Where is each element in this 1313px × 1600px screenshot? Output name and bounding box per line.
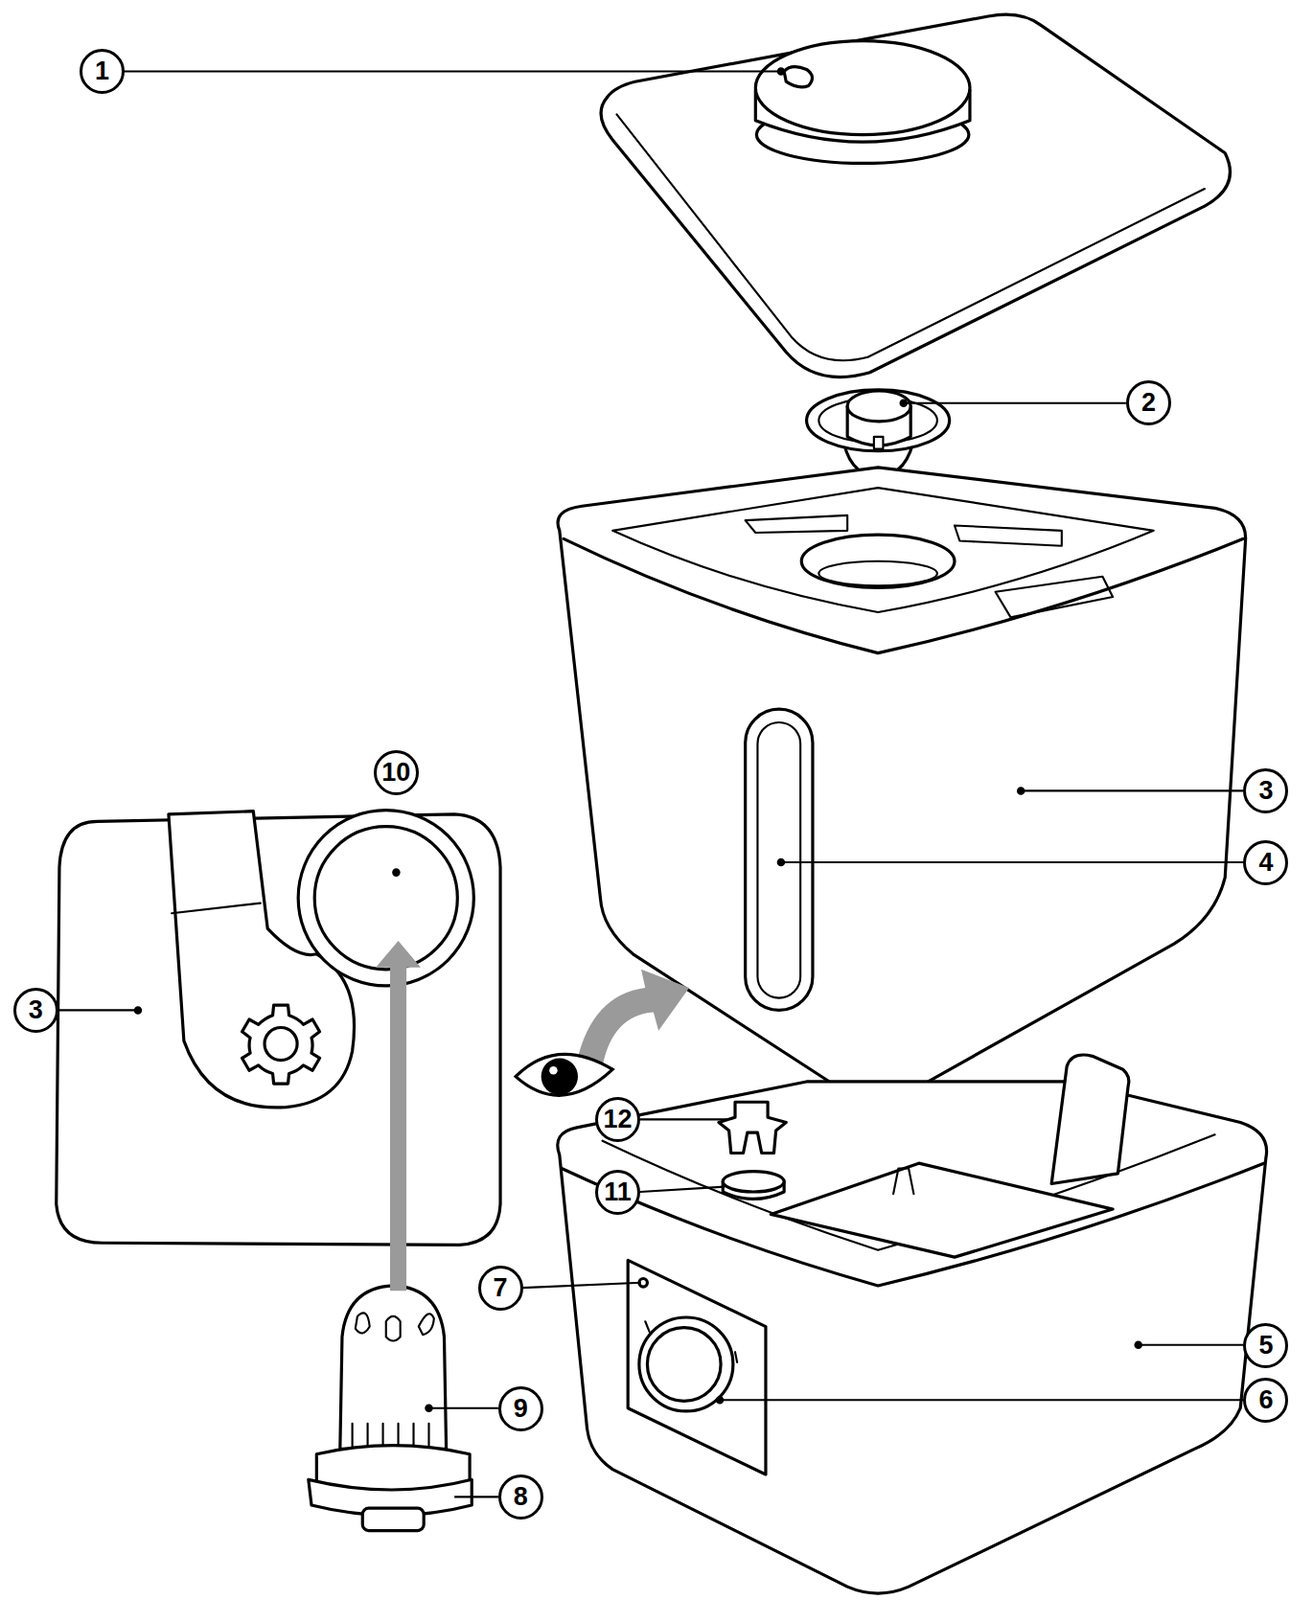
leader-line: [640, 1118, 728, 1121]
leader-dot: [1135, 1342, 1142, 1349]
eye-pupil: [541, 1058, 578, 1095]
view-arrow: [576, 969, 690, 1067]
callout-text: 7: [492, 1275, 507, 1302]
callout-text: 8: [513, 1484, 529, 1511]
callout-number: 7: [478, 1266, 524, 1312]
callout-number: 3: [13, 988, 59, 1034]
base-outline: [557, 1082, 1267, 1594]
leader-line: [781, 861, 1244, 864]
control-knob: [646, 1328, 721, 1403]
float-disc: [722, 1172, 784, 1193]
insert-arrow: [375, 941, 421, 1291]
callout-text: 12: [602, 1106, 632, 1133]
filter-cap-foot: [362, 1508, 424, 1531]
tank-clips: [745, 515, 1113, 619]
lid-knob-slot: [783, 67, 812, 88]
tank-opening: [801, 534, 955, 588]
callout-text: 9: [513, 1396, 529, 1423]
lid-outline: [600, 14, 1230, 377]
leader-line: [640, 1187, 725, 1193]
callout-number: 8: [498, 1474, 544, 1521]
callout-text: 6: [1258, 1387, 1273, 1414]
callout-text: 10: [381, 760, 411, 786]
base-tray-spout: [893, 1168, 914, 1195]
valve-cylinder-top: [847, 391, 911, 422]
valve-ring: [806, 390, 950, 452]
tank-top-recess: [612, 487, 1153, 613]
leader-dot: [716, 1397, 723, 1404]
tank-outline: [557, 467, 1246, 1098]
callout-text: 3: [28, 997, 44, 1024]
control-panel: [627, 1260, 766, 1475]
float-valve: [718, 1102, 786, 1153]
callout-number: 11: [595, 1170, 641, 1216]
leader-dot: [778, 68, 784, 74]
leader-line: [58, 1009, 139, 1012]
filter-body: [340, 1286, 447, 1450]
leader-line: [719, 1399, 1244, 1402]
leader-dot: [135, 1007, 141, 1014]
tank-bottom-gear: [242, 1005, 321, 1084]
leader-line: [522, 1283, 642, 1289]
callout-number: 10: [373, 750, 419, 796]
filter-socket-inner: [314, 827, 458, 970]
leader-dot: [425, 1405, 432, 1412]
leader-line: [122, 69, 782, 72]
leader-dot: [778, 859, 784, 866]
callout-text: 11: [603, 1179, 632, 1206]
leader-line: [903, 402, 1127, 405]
leader-dot: [392, 869, 399, 876]
callout-text: 3: [1258, 778, 1273, 805]
level-window: [745, 709, 813, 1011]
callout-text: 5: [1258, 1333, 1273, 1360]
leader-line: [428, 1407, 498, 1410]
callout-text: 4: [1258, 850, 1273, 876]
callout-number: 3: [1243, 768, 1289, 814]
tank-bottom-outline: [56, 814, 501, 1245]
leader-line: [454, 1496, 499, 1498]
callout-number: 9: [498, 1386, 544, 1432]
leader-dot: [1017, 787, 1024, 794]
base-post: [1051, 1055, 1129, 1184]
callout-number: 4: [1243, 840, 1289, 886]
callout-number: 5: [1243, 1323, 1289, 1369]
tank-bottom-channel-line: [171, 903, 261, 915]
eye-glint: [549, 1066, 558, 1076]
leader-line: [1020, 789, 1244, 792]
callout-number: 1: [79, 48, 125, 94]
base-rim: [561, 1163, 1265, 1287]
callout-number: 12: [595, 1097, 641, 1143]
callout-text: 1: [94, 58, 110, 85]
leader-line: [394, 795, 397, 874]
control-knob-ring: [639, 1317, 734, 1412]
leader-dot: [900, 400, 907, 407]
callout-number: 6: [1243, 1378, 1289, 1424]
knob-marks: [644, 1321, 738, 1363]
leader-line: [1138, 1344, 1244, 1347]
callout-number: 2: [1126, 380, 1172, 426]
filter-holes: [355, 1313, 435, 1341]
tank-opening-inner: [818, 561, 938, 587]
valve-notch: [874, 437, 884, 450]
callout-text: 2: [1141, 390, 1156, 416]
lid-knob-top: [755, 41, 970, 136]
tank-bottom-gear-hole: [264, 1028, 298, 1061]
eye-symbol: [515, 1054, 613, 1096]
level-window-inner: [757, 722, 801, 999]
